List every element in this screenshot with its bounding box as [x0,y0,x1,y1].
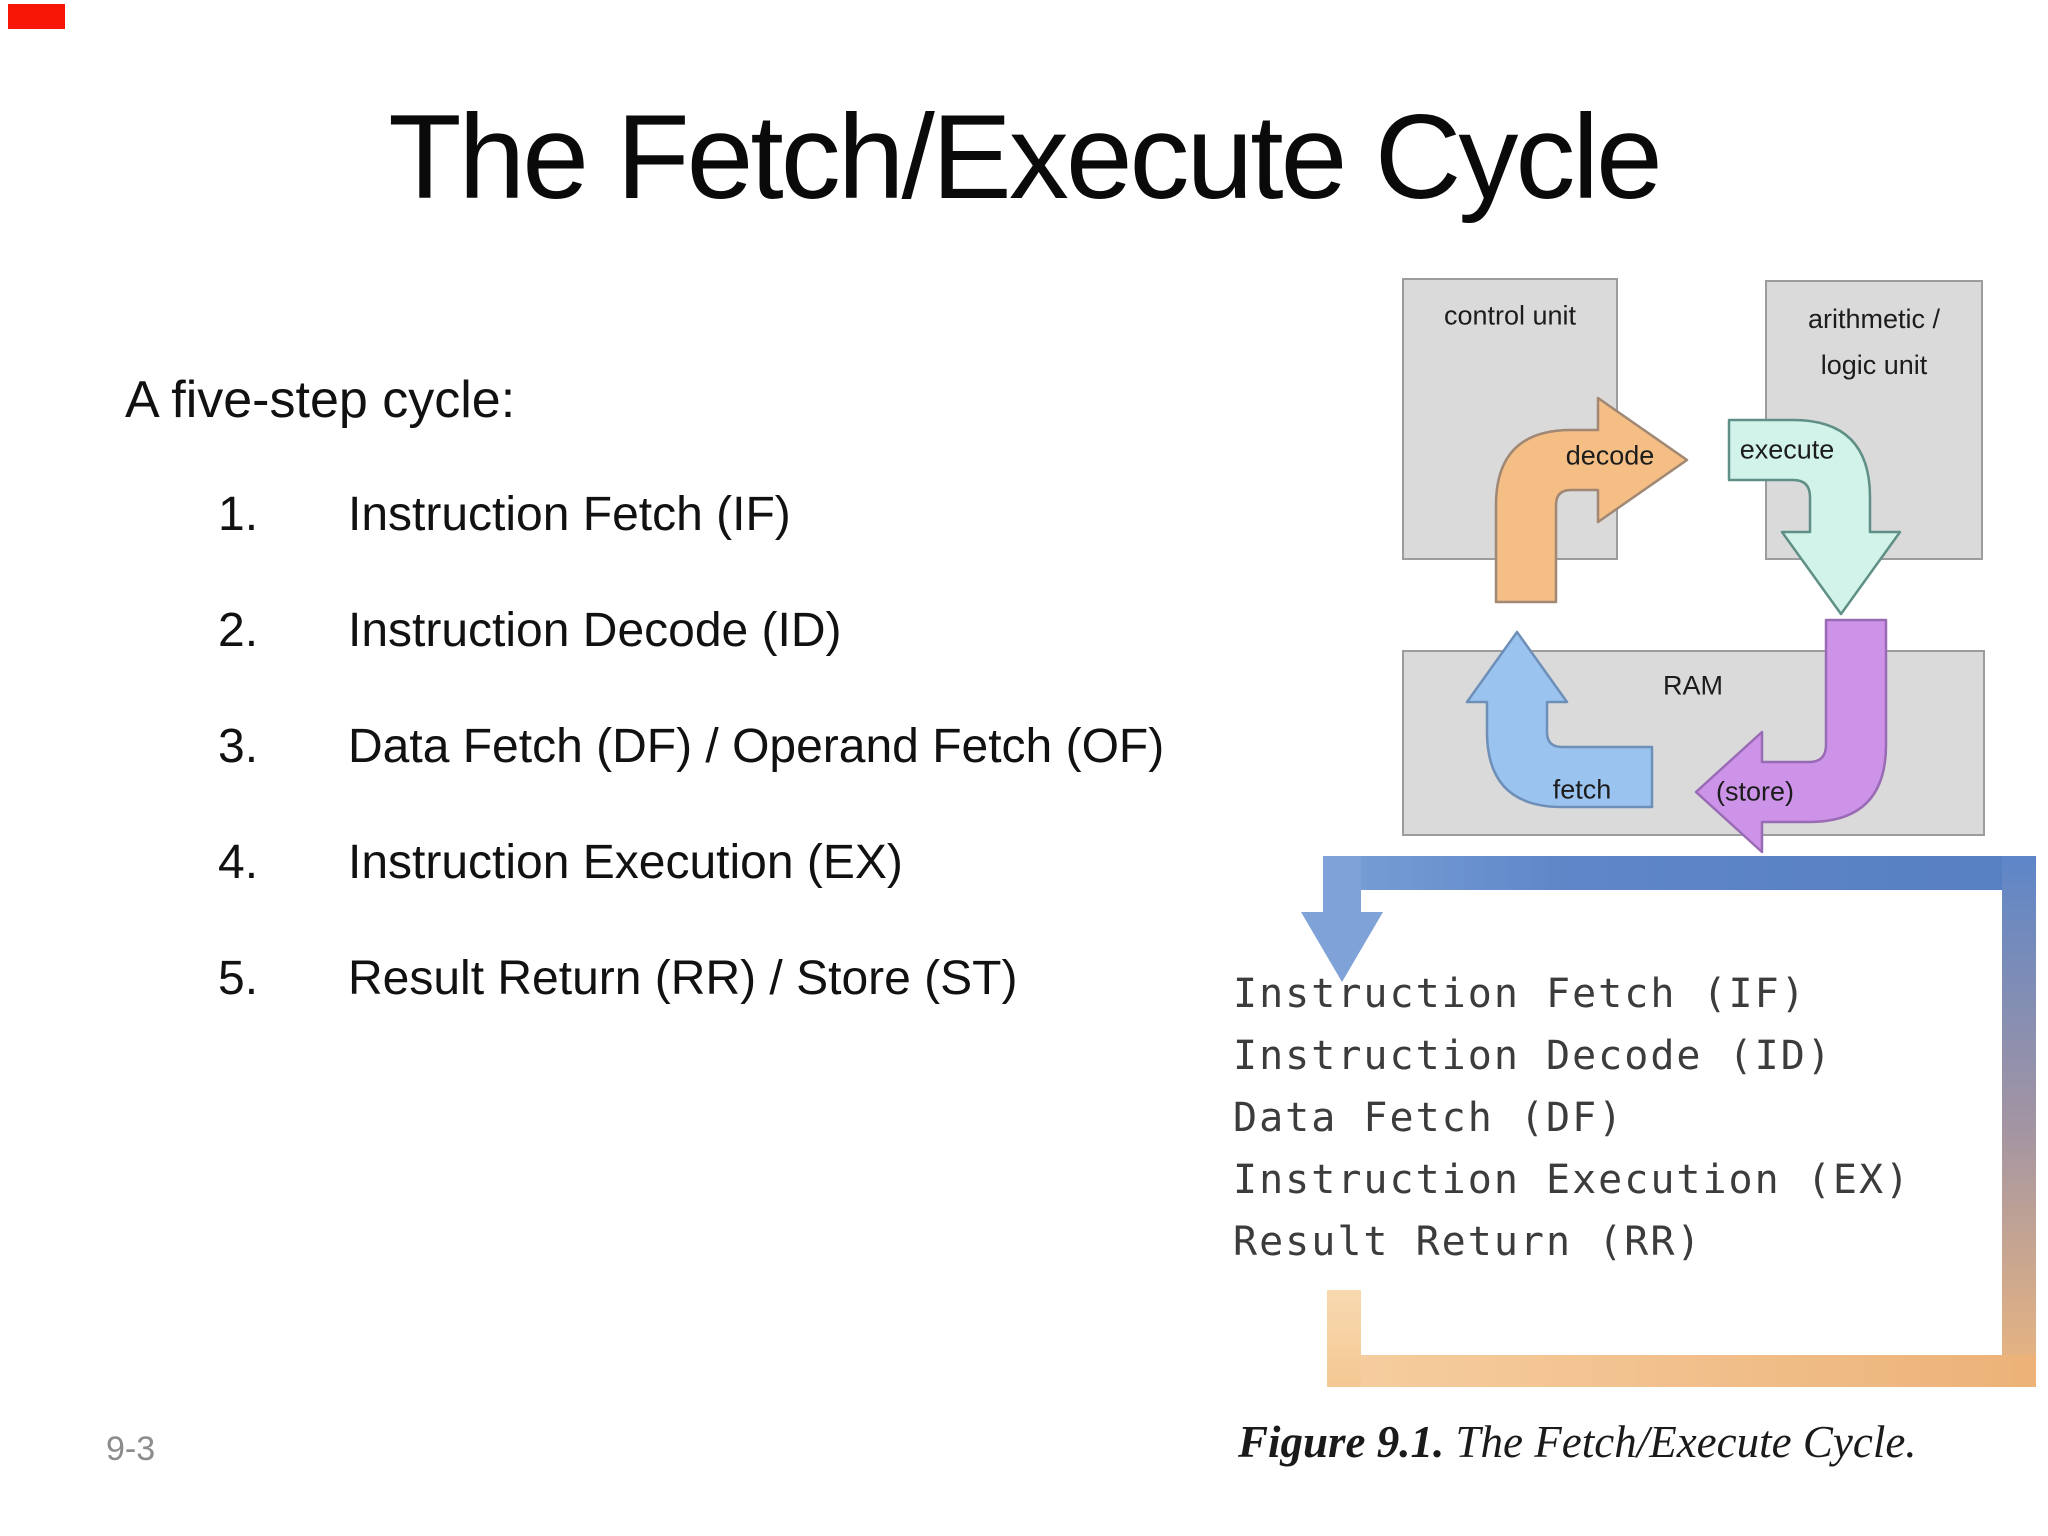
figure-caption-text: The Fetch/Execute Cycle. [1444,1417,1917,1467]
step-number: 2. [218,604,259,657]
alu-label-line1: arithmetic / [1807,304,1941,334]
loop-right-bar [2002,856,2036,1387]
step-label: Instruction Execution (EX) [348,836,903,889]
figure-caption: Figure 9.1. The Fetch/Execute Cycle. [1238,1416,2048,1468]
control-unit-label: control unit [1443,300,1577,331]
store-arrow [1694,618,1888,854]
red-corner-marker [8,4,65,29]
step-label: Result Return (RR) / Store (ST) [348,952,1018,1005]
figure-line: Instruction Fetch (IF) [1233,971,1807,1017]
ram-label: RAM [1663,670,1723,701]
intro-text: A five-step cycle: [125,371,516,429]
step-number: 5. [218,952,259,1005]
step-item-4: 4. Instruction Execution (EX) [0,835,1300,891]
loop-bottom-bar [1327,1355,2036,1387]
figure-line: Data Fetch (DF) [1233,1095,1625,1141]
step-label: Instruction Fetch (IF) [348,488,791,541]
loop-elbow-stem [1323,856,1361,914]
step-label: Instruction Decode (ID) [348,604,842,657]
step-item-5: 5. Result Return (RR) / Store (ST) [0,951,1300,1007]
loop-arrowhead-down [1301,912,1383,982]
decode-arrow [1494,396,1689,604]
decode-label: decode [1565,440,1655,471]
loop-left-stub [1327,1290,1361,1387]
alu-label-line2: logic unit [1820,350,1928,380]
step-item-3: 3. Data Fetch (DF) / Operand Fetch (OF) [0,719,1300,775]
page-number: 9-3 [106,1430,156,1468]
step-item-2: 2. Instruction Decode (ID) [0,603,1300,659]
store-label: (store) [1715,776,1795,807]
execute-arrow [1727,418,1902,616]
fetch-label: fetch [1552,774,1612,805]
slide-title: The Fetch/Execute Cycle [388,90,1663,224]
fetch-arrow [1465,630,1654,809]
alu-label: arithmetic / logic unit [1808,296,1940,388]
step-label: Data Fetch (DF) / Operand Fetch (OF) [348,720,1165,773]
figure-line: Instruction Decode (ID) [1233,1033,1833,1079]
step-number: 3. [218,720,259,773]
step-number: 4. [218,836,259,889]
figure-caption-number: Figure 9.1. [1238,1417,1445,1467]
loop-top-bar [1323,856,2036,890]
execute-label: execute [1739,434,1835,465]
step-item-1: 1. Instruction Fetch (IF) [0,487,1300,543]
step-number: 1. [218,488,259,541]
figure-line: Instruction Execution (EX) [1233,1157,1912,1203]
figure-line: Result Return (RR) [1233,1219,1703,1265]
